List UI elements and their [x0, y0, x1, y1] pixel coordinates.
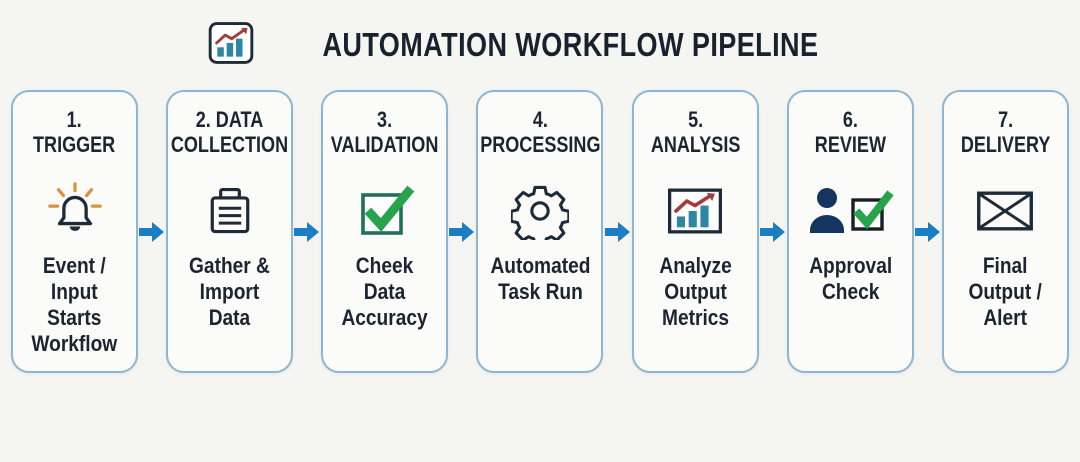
step-card-validation: 3. VALIDATION Cheek Data Accuracy	[321, 90, 449, 373]
step-heading: 6. REVIEW	[814, 107, 886, 157]
flow-arrow-icon	[293, 221, 321, 243]
data-bin-icon	[202, 179, 258, 243]
step-description: Analyze Output Metrics	[658, 253, 732, 330]
step-heading: 1. TRIGGER	[33, 107, 116, 157]
person-check-icon	[806, 179, 894, 243]
step-description: Cheek Data Accuracy	[341, 253, 428, 330]
step-heading: 5. ANALYSIS	[650, 107, 740, 157]
step-description: Event / Input Starts Workflow	[31, 253, 118, 356]
flow-arrow-icon	[914, 221, 942, 243]
step-heading: 3. VALIDATION	[331, 107, 439, 157]
step-card-delivery: 7. DELIVERY Final Output / Alert	[941, 90, 1069, 373]
step-description: Gather & Import Data	[189, 253, 271, 330]
step-card-review: 6. REVIEW Approval Check	[786, 90, 914, 373]
chart-icon	[666, 179, 724, 243]
step-card-processing: 4. PROCESSING Automated Task Run	[476, 90, 604, 373]
flow-arrow-icon	[604, 221, 632, 243]
pipeline: 1. TRIGGER Event / Input Starts Workflow…	[11, 90, 1069, 373]
chart-icon	[208, 21, 254, 70]
step-heading: 2. DATA COLLECTION	[171, 107, 289, 157]
step-card-trigger: 1. TRIGGER Event / Input Starts Workflow	[11, 90, 138, 373]
envelope-icon	[975, 179, 1035, 243]
step-card-data-collection: 2. DATA COLLECTION Gather & Import Data	[166, 90, 294, 373]
gear-icon	[510, 179, 569, 243]
step-description: Automated Task Run	[489, 253, 590, 304]
page-title: AUTOMATION WORKFLOW PIPELINE	[321, 26, 819, 63]
flow-arrow-icon	[759, 221, 787, 243]
header: AUTOMATION WORKFLOW PIPELINE	[0, 18, 1080, 72]
flow-arrow-icon	[138, 221, 166, 243]
flow-arrow-icon	[448, 221, 476, 243]
bell-icon	[44, 179, 106, 243]
step-heading: 4. PROCESSING	[479, 107, 601, 157]
step-description: Approval Check	[808, 253, 892, 304]
step-card-analysis: 5. ANALYSIS Analyze Output Metrics	[631, 90, 759, 373]
checkbox-check-icon	[356, 179, 414, 243]
step-description: Final Output / Alert	[968, 253, 1043, 330]
step-heading: 7. DELIVERY	[960, 107, 1051, 157]
